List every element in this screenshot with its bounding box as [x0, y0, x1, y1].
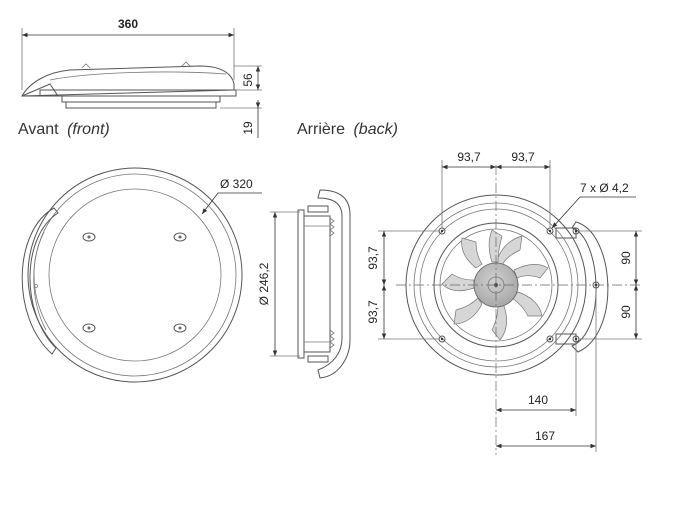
caption-front: Avant (front)	[18, 121, 110, 138]
dim-width-top: 360	[118, 17, 138, 31]
side-view: 360 56 19	[21, 17, 262, 138]
dim-spacing-h-right: 93,7	[511, 150, 535, 164]
dim-bottom-inner: 140	[528, 393, 548, 407]
mount-hole	[546, 335, 554, 343]
dim-bottom-outer: 167	[535, 429, 555, 443]
dim-spacing-v-top: 93,7	[366, 246, 380, 270]
front-view: Ø 320	[21, 167, 262, 383]
dim-spacing-v-bottom: 93,7	[366, 300, 380, 324]
section-view: Ø 246,2	[257, 189, 351, 379]
fan-impeller	[441, 229, 549, 341]
screw-cap	[173, 232, 187, 242]
screw-cap	[82, 323, 96, 333]
dim-right-upper: 90	[619, 251, 633, 265]
dim-right-lower: 90	[619, 305, 633, 319]
dim-spacing-h-left: 93,7	[457, 150, 481, 164]
caption-back: Arrière (back)	[297, 121, 398, 138]
mount-hole	[546, 227, 554, 235]
dim-holes: 7 x Ø 4,2	[580, 181, 629, 195]
dim-diameter-inner: Ø 246,2	[257, 262, 271, 305]
screw-cap	[82, 232, 96, 242]
dim-diameter-outer: Ø 320	[220, 177, 253, 191]
screw-cap	[173, 323, 187, 333]
dim-height-base: 19	[241, 121, 255, 135]
back-view: 93,7 93,7 93,7 93,7 7 x Ø 4,2 90 90 140 …	[366, 150, 642, 455]
dim-height-cover: 56	[241, 73, 255, 87]
